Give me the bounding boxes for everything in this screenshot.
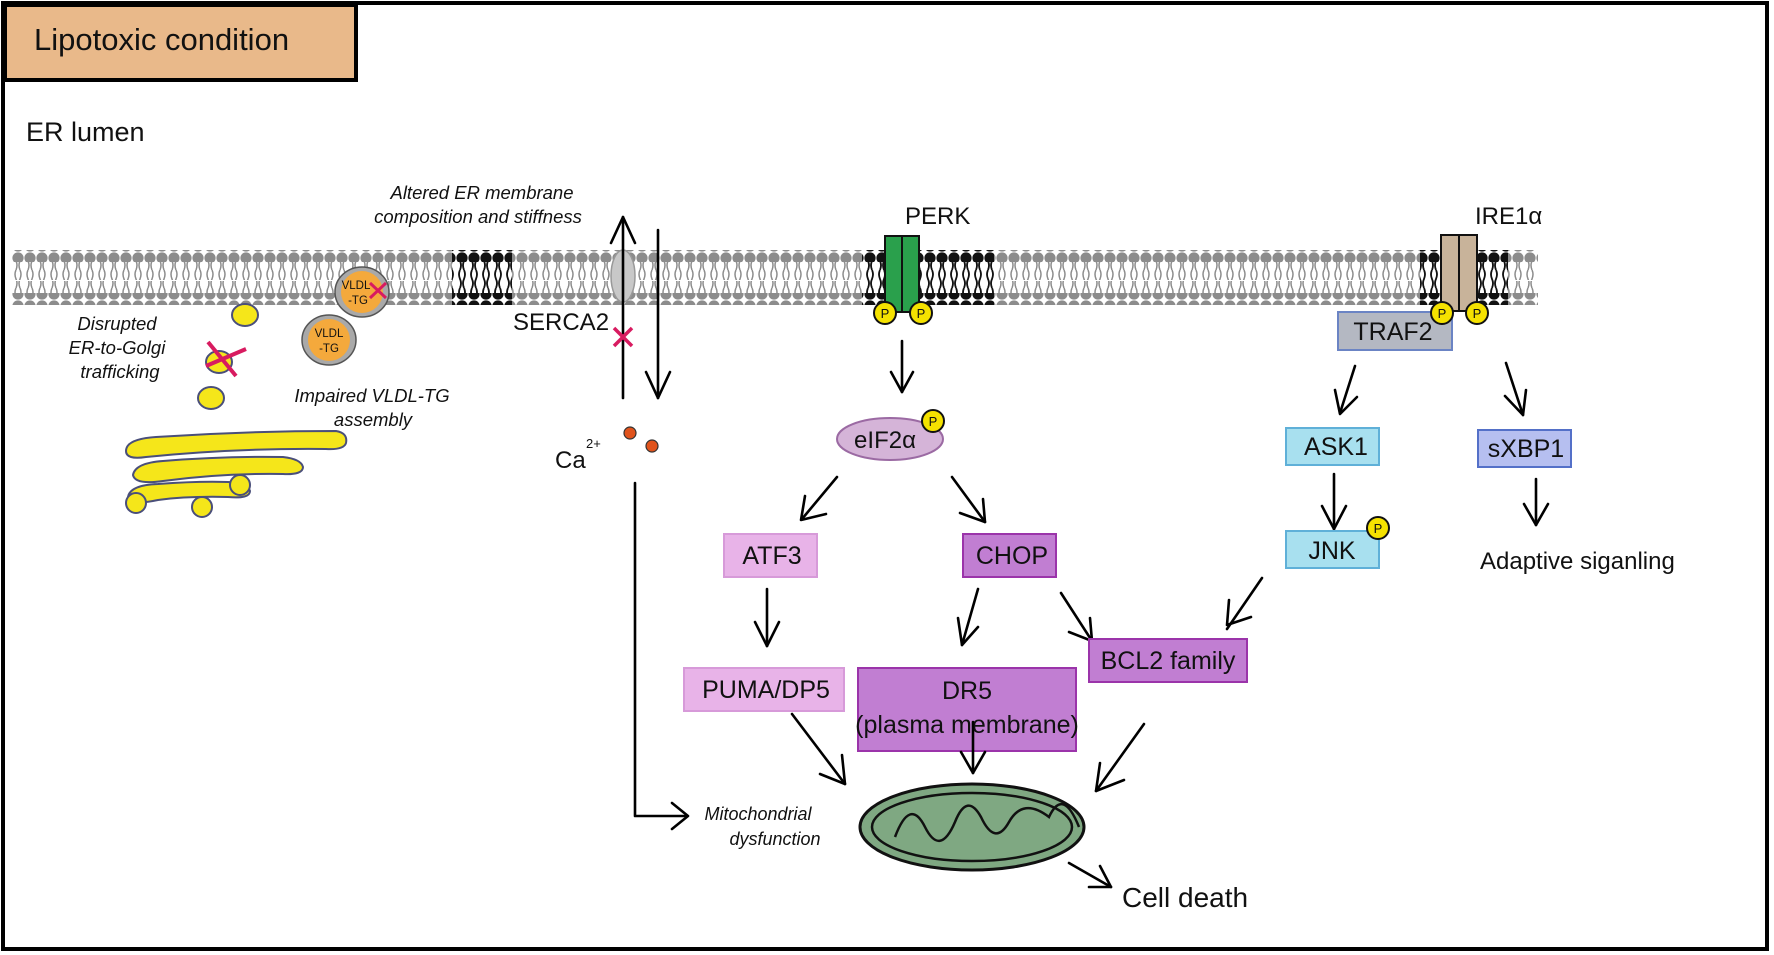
vldl-particle: VLDL -TG — [301, 314, 357, 366]
cell-death-label: Cell death — [1122, 882, 1248, 913]
er-lumen-label: ER lumen — [26, 117, 145, 147]
svg-text:DR5: DR5 — [942, 677, 992, 705]
ask1-node: ASK1 — [1285, 427, 1380, 466]
arrow-mito-to-cell-death — [1067, 861, 1113, 889]
svg-text:-TG: -TG — [319, 343, 339, 355]
adaptive-signaling-label: Adaptive siganling — [1480, 548, 1675, 575]
golgi-cisterna — [124, 429, 348, 459]
membrane-annotation-line1: Altered ER membrane — [389, 182, 573, 203]
title-box: Lipotoxic condition — [3, 3, 358, 82]
mito-annotation-line1: Mitochondrial — [704, 804, 812, 824]
svg-text:(plasma membrane): (plasma membrane) — [855, 711, 1079, 739]
phospho-badge: P — [1430, 301, 1454, 325]
arrow-traf2-to-ask1 — [1333, 364, 1359, 416]
golgi-annotation-line1: Disrupted — [77, 313, 157, 334]
svg-text:VLDL: VLDL — [342, 280, 371, 292]
golgi-annotation-line3: trafficking — [80, 361, 160, 382]
calcium-to-mitochondria-arrow — [633, 481, 690, 831]
bcl2-family-node: BCL2 family — [1088, 638, 1248, 683]
golgi-apparatus — [124, 303, 348, 518]
arrow-atf3-to-puma — [753, 587, 781, 648]
vldl-annotation-line2: assembly — [334, 409, 414, 430]
ire1a-label: IRE1α — [1475, 203, 1542, 230]
vesicle — [231, 303, 259, 327]
phospho-badge: P — [873, 301, 897, 325]
phospho-badge: P — [1366, 516, 1390, 540]
svg-text:ATF3: ATF3 — [742, 542, 801, 570]
atf3-node: ATF3 — [723, 533, 818, 578]
svg-text:P: P — [1473, 306, 1482, 321]
calcium-release-arrow — [644, 228, 672, 400]
jnk-node: JNK P — [1285, 516, 1390, 569]
svg-text:CHOP: CHOP — [976, 542, 1048, 570]
er-membrane — [12, 250, 1538, 305]
calcium-ion — [645, 439, 659, 453]
svg-text:P: P — [1438, 306, 1447, 321]
svg-text:-TG: -TG — [348, 295, 368, 307]
inhibition-cross-icon — [368, 281, 388, 300]
golgi-annotation-line2: ER-to-Golgi — [69, 337, 167, 358]
arrow-sxbp1-to-adaptive — [1522, 477, 1550, 527]
phospho-badge: P — [921, 409, 945, 433]
vldl-annotation-line1: Impaired VLDL-TG — [294, 385, 449, 406]
serca2-label: SERCA2 — [513, 309, 609, 336]
arrow-ask1-to-jnk — [1320, 472, 1348, 531]
svg-text:PUMA/DP5: PUMA/DP5 — [702, 676, 830, 704]
svg-text:BCL2 family: BCL2 family — [1101, 647, 1236, 675]
arrow-chop-to-dr5 — [956, 587, 980, 647]
svg-text:JNK: JNK — [1308, 537, 1356, 565]
arrow-eif2a-to-atf3 — [799, 475, 839, 522]
vldl-particle: VLDL -TG — [334, 266, 390, 318]
arrow-bcl2-to-mito — [1094, 722, 1146, 793]
arrow-perk-to-eif2a — [889, 339, 915, 394]
arrow-puma-to-mito — [790, 712, 847, 786]
inhibition-cross-icon — [612, 326, 634, 348]
perk-receptor — [884, 235, 920, 313]
arrow-eif2a-to-chop — [950, 475, 987, 524]
svg-text:VLDL: VLDL — [315, 328, 344, 340]
vesicle — [191, 496, 213, 518]
stiff-lipid-patch — [452, 250, 512, 305]
chop-node: CHOP — [962, 533, 1057, 578]
svg-text:P: P — [929, 414, 938, 429]
sxbp1-node: sXBP1 — [1477, 429, 1572, 468]
mito-annotation-line2: dysfunction — [729, 829, 820, 849]
arrow-jnk-to-bcl2 — [1225, 576, 1264, 631]
ire1a-receptor — [1440, 234, 1478, 312]
golgi-cisterna — [126, 480, 252, 504]
svg-text:P: P — [917, 306, 926, 321]
vesicle — [229, 474, 251, 496]
perk-label: PERK — [905, 203, 970, 230]
puma-dp5-node: PUMA/DP5 — [683, 667, 845, 712]
svg-text:P: P — [1374, 521, 1383, 536]
phospho-badge: P — [909, 301, 933, 325]
mitochondrion — [858, 782, 1086, 872]
calcium-charge: 2+ — [586, 436, 601, 451]
phospho-badge: P — [1465, 301, 1489, 325]
svg-text:sXBP1: sXBP1 — [1488, 435, 1564, 463]
perk-lipid-patch — [862, 250, 994, 305]
calcium-label: Ca — [555, 447, 586, 474]
eif2a-node: eIF2α P — [836, 409, 945, 461]
membrane-annotation-line2: composition and stiffness — [374, 206, 582, 227]
svg-text:ASK1: ASK1 — [1304, 433, 1368, 461]
calcium-uptake-arrow — [609, 215, 637, 400]
dr5-node: DR5 (plasma membrane) — [855, 667, 1079, 752]
golgi-cisterna — [131, 455, 305, 484]
svg-text:eIF2α: eIF2α — [854, 427, 916, 454]
arrow-ire1-to-sxbp1 — [1503, 361, 1528, 417]
svg-text:P: P — [881, 306, 890, 321]
calcium-ion — [623, 426, 637, 440]
svg-text:TRAF2: TRAF2 — [1353, 318, 1432, 346]
inhibition-cross-icon — [205, 340, 247, 378]
title-text: Lipotoxic condition — [34, 22, 289, 57]
vesicle — [125, 492, 147, 514]
vesicle — [197, 386, 225, 410]
arrow-dr5-to-mito — [959, 720, 987, 775]
